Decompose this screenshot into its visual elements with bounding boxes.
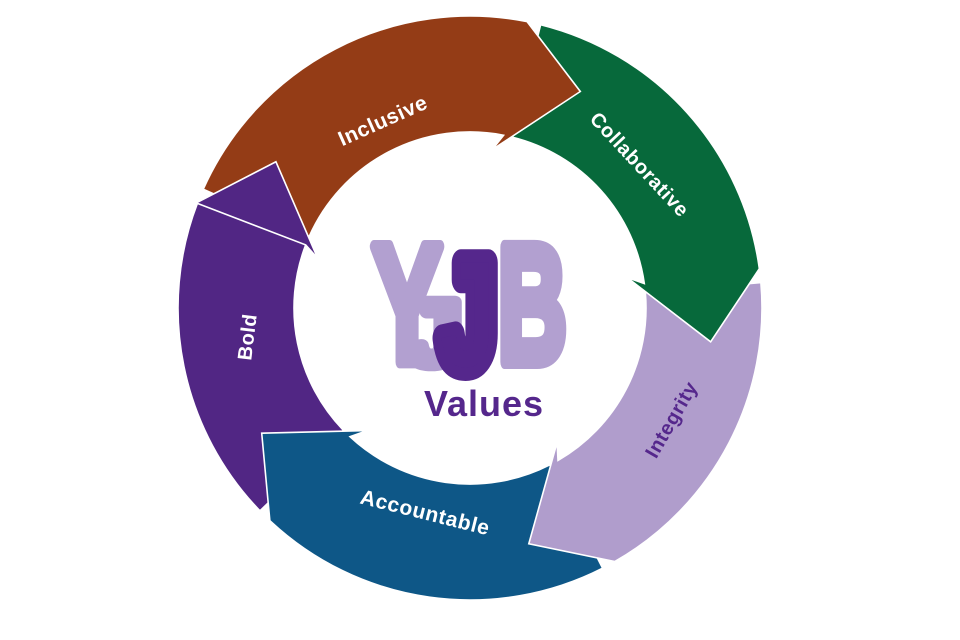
logo-letter-b: B <box>498 211 567 398</box>
segment-arrow-collaborative <box>511 23 774 343</box>
yjb-logo: J Y B J Values <box>367 205 572 424</box>
logo-letter-j: J <box>440 232 496 399</box>
logo-letter-y: Y <box>372 210 442 398</box>
segment-arrow-integrity <box>527 281 763 568</box>
logo-letter-j-ghost: J <box>406 284 462 384</box>
segment-arrow-inclusive <box>202 2 582 238</box>
segment-arrow-accountable <box>260 429 604 601</box>
segment-arrow-head-overlay-bold <box>176 160 319 260</box>
values-caption: Values <box>424 383 544 424</box>
